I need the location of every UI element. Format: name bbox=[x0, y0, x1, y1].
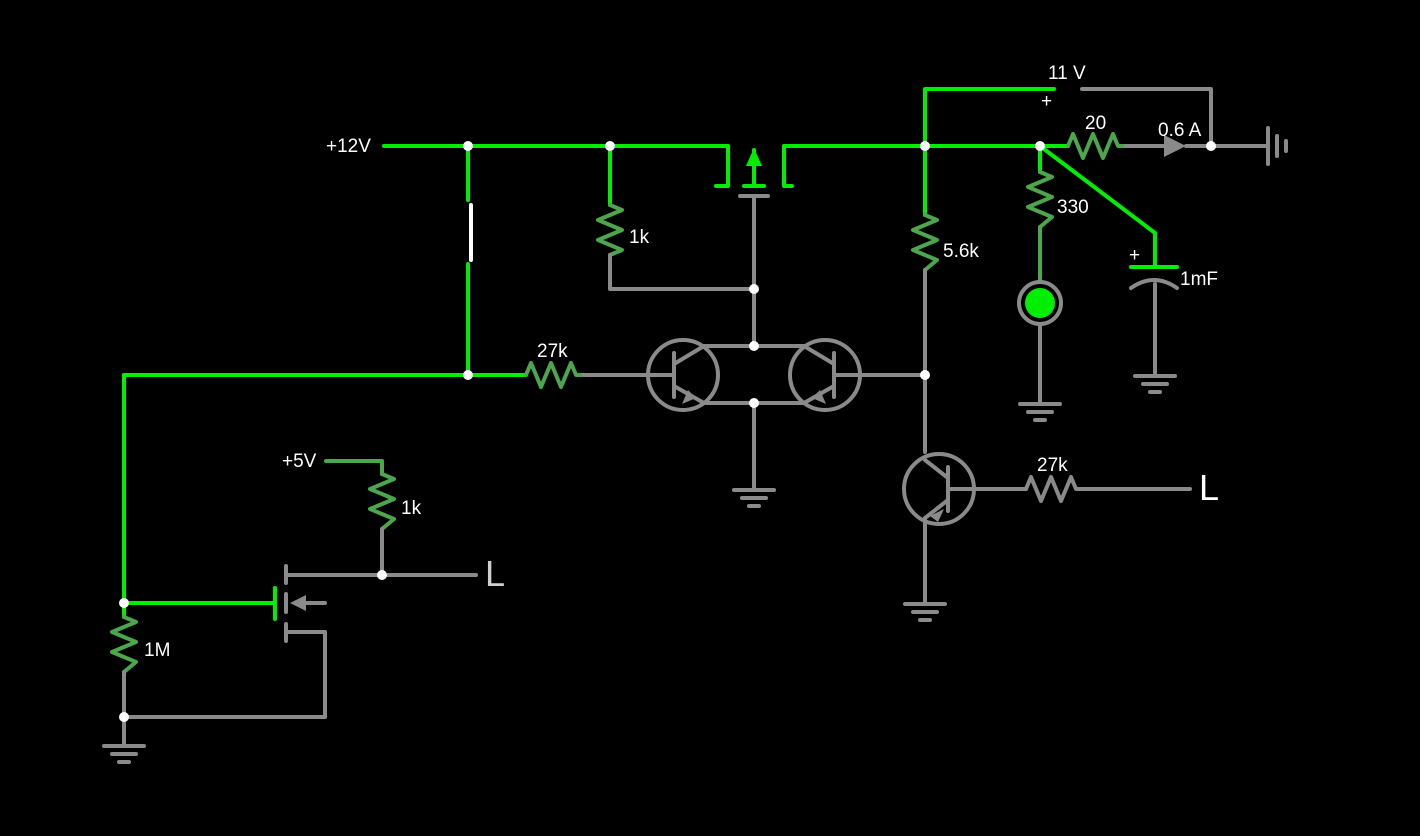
label-r-5k6: 5.6k bbox=[943, 241, 979, 262]
ammeter-arrow-icon bbox=[1164, 135, 1186, 157]
capacitor-icon bbox=[1129, 278, 1179, 290]
ground-icon bbox=[732, 488, 776, 508]
label-r-330: 330 bbox=[1057, 197, 1089, 218]
ground-icon bbox=[1133, 374, 1177, 394]
mosfet-gate-wire bbox=[122, 586, 277, 621]
label-voltmeter: 11 V bbox=[1048, 63, 1086, 84]
label-r-1m: 1M bbox=[144, 640, 170, 661]
label-ammeter: 0.6 A bbox=[1158, 120, 1202, 141]
ground-icon bbox=[903, 602, 947, 622]
switch[interactable] bbox=[466, 144, 473, 377]
mosfet-icon bbox=[290, 595, 306, 611]
npn-transistor-icon bbox=[812, 390, 826, 404]
label-r-27k-right: 27k bbox=[1037, 455, 1068, 476]
battery-icon bbox=[1266, 126, 1288, 166]
npn-transistor-output[interactable] bbox=[902, 452, 1028, 604]
mosfet-nmos[interactable] bbox=[122, 564, 478, 719]
resistor-1k-bottom[interactable] bbox=[324, 459, 396, 577]
label-r-1k-top: 1k bbox=[629, 227, 650, 248]
npn-transistor-icon bbox=[682, 390, 696, 404]
voltmeter[interactable] bbox=[923, 87, 1213, 148]
npn-transistor-right[interactable] bbox=[788, 338, 927, 412]
led[interactable] bbox=[1017, 280, 1063, 404]
mosfet-arrow-icon bbox=[746, 148, 762, 166]
mosfet-pmos-top[interactable] bbox=[714, 144, 794, 348]
resistor-5k6[interactable] bbox=[911, 144, 939, 454]
label-r-27k-left: 27k bbox=[537, 341, 568, 362]
logic-output-right[interactable]: L bbox=[1199, 467, 1219, 508]
npn-transistor-left[interactable] bbox=[578, 338, 720, 412]
ground-icon bbox=[1018, 402, 1062, 422]
label-supply-12v: +12V bbox=[326, 136, 371, 157]
resistor-20[interactable] bbox=[1066, 132, 1166, 160]
label-supply-5v: +5V bbox=[282, 451, 317, 472]
resistor-27k-right[interactable] bbox=[1024, 475, 1192, 503]
capacitor[interactable] bbox=[1038, 144, 1179, 376]
resistor-1k-top[interactable] bbox=[596, 144, 756, 291]
junction-dots bbox=[119, 141, 1216, 722]
resistor-330[interactable] bbox=[1026, 144, 1054, 282]
logic-output-bottom[interactable]: L bbox=[485, 553, 505, 594]
label-r-1k-bottom: 1k bbox=[401, 498, 422, 519]
label-capacitor: 1mF bbox=[1180, 269, 1218, 290]
label-voltmeter-polarity: + bbox=[1041, 91, 1052, 112]
led-icon bbox=[1025, 288, 1055, 318]
ammeter[interactable] bbox=[1164, 135, 1268, 157]
label-capacitor-polarity: + bbox=[1129, 245, 1140, 266]
npn-transistor-icon bbox=[930, 509, 944, 522]
label-r-20: 20 bbox=[1085, 113, 1106, 134]
resistor-27k-left[interactable] bbox=[122, 361, 582, 389]
resistor-1m[interactable] bbox=[110, 373, 138, 746]
ground-icon bbox=[102, 744, 146, 764]
